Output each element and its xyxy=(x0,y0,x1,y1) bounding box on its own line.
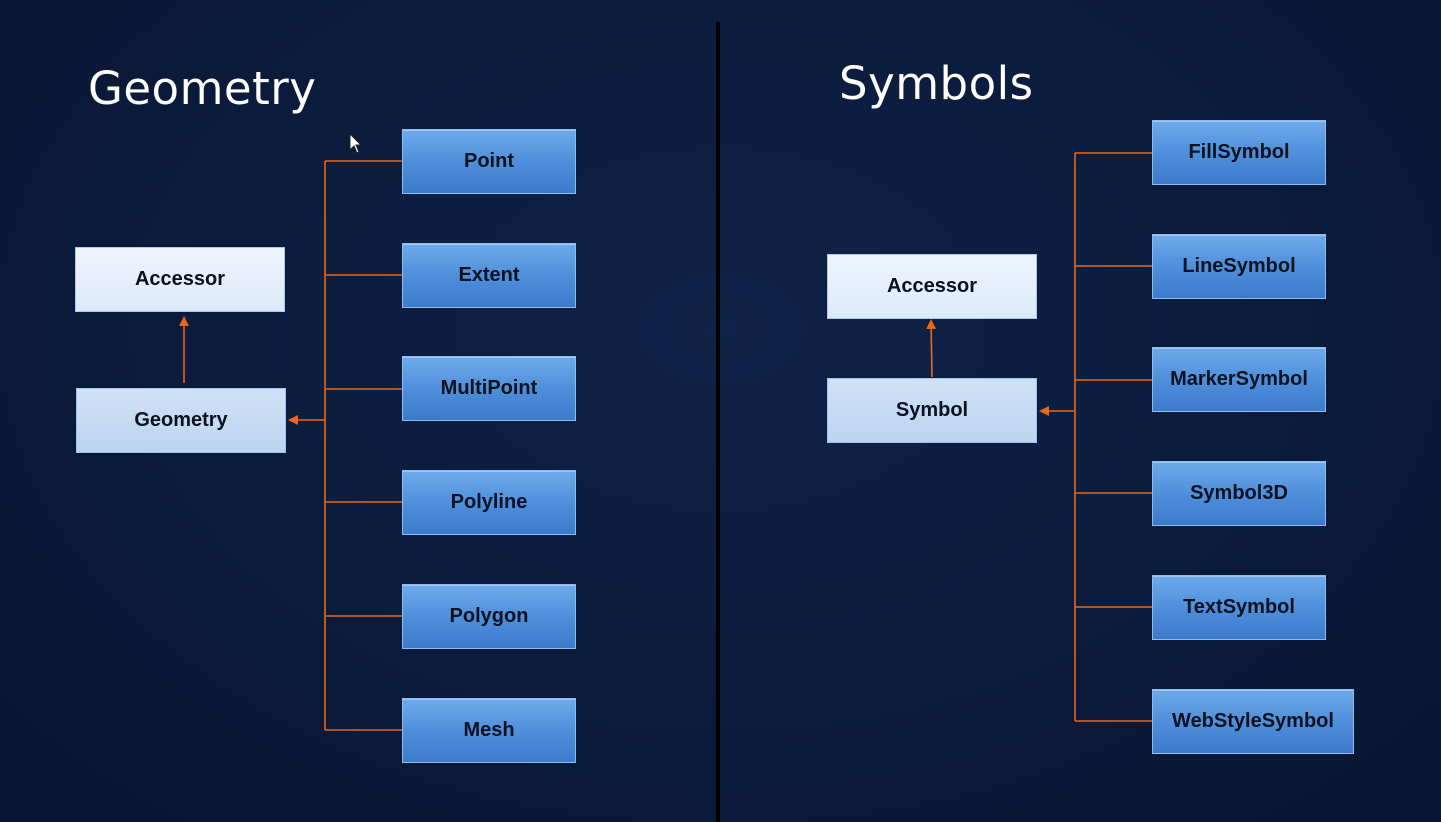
right-accessor-arrow xyxy=(926,319,937,378)
panel-divider xyxy=(716,22,720,822)
polygon-box: Polygon xyxy=(402,584,576,649)
geometry-base-box: Geometry xyxy=(76,388,286,453)
symbol-base-box: Symbol xyxy=(827,378,1037,443)
markersymbol-box: MarkerSymbol xyxy=(1152,347,1326,412)
extent-box: Extent xyxy=(402,243,576,308)
left-accessor-box: Accessor xyxy=(75,247,285,312)
mesh-box: Mesh xyxy=(402,698,576,763)
polyline-box: Polyline xyxy=(402,470,576,535)
right-accessor-box: Accessor xyxy=(827,254,1037,319)
symbols-title: Symbols xyxy=(839,57,1034,110)
symbol3d-box: Symbol3D xyxy=(1152,461,1326,526)
linesymbol-box: LineSymbol xyxy=(1152,234,1326,299)
webstylesymbol-box: WebStyleSymbol xyxy=(1152,689,1354,754)
multipoint-box: MultiPoint xyxy=(402,356,576,421)
fillsymbol-box: FillSymbol xyxy=(1152,120,1326,185)
point-box: Point xyxy=(402,129,576,194)
textsymbol-box: TextSymbol xyxy=(1152,575,1326,640)
mouse-pointer-icon xyxy=(349,133,363,154)
geometry-title: Geometry xyxy=(88,62,317,115)
